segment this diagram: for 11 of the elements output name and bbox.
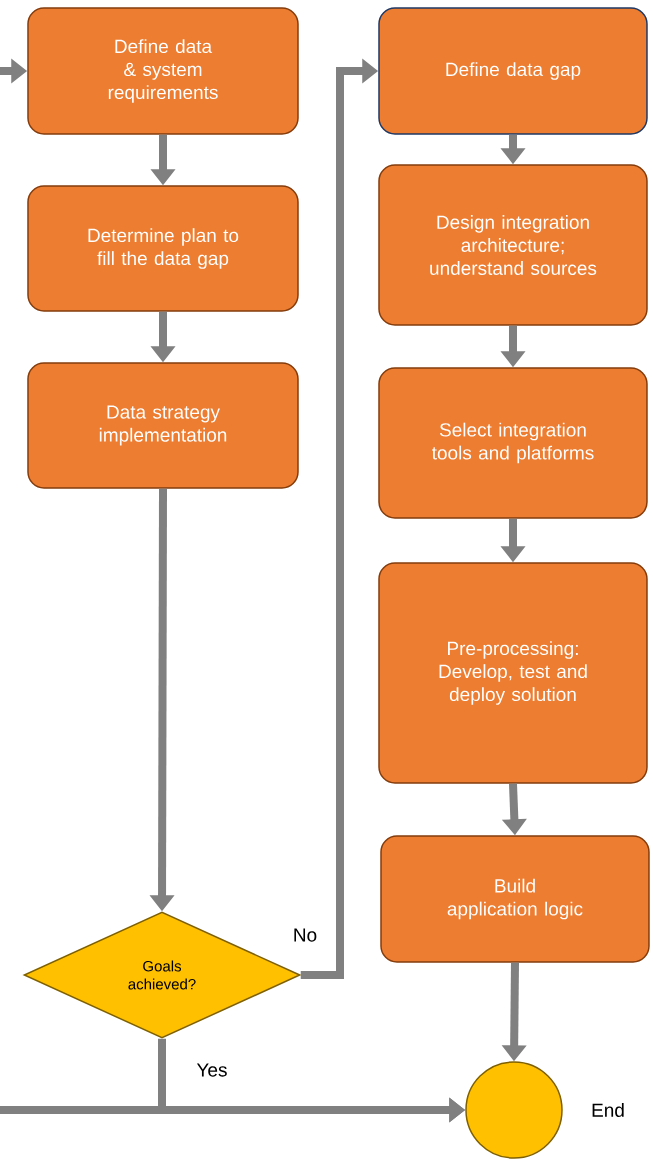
process-box: Design integration architecture; understand sources <box>378 164 648 326</box>
process-box: Define data & system requirements <box>27 7 299 135</box>
process-box: Select integration tools and platforms <box>378 367 648 519</box>
end-circle <box>465 1061 563 1159</box>
process-box: Determine plan to fill the data gap <box>27 185 299 312</box>
process-box: Data strategy implementation <box>27 362 299 489</box>
process-box: Build application logic <box>380 835 650 963</box>
process-box: Pre-processing: Develop, test and deploy solution <box>378 562 648 784</box>
node-caption: End <box>592 1103 624 1117</box>
process-box: Define data gap <box>378 7 648 135</box>
edge-label: Yes <box>195 1062 229 1078</box>
